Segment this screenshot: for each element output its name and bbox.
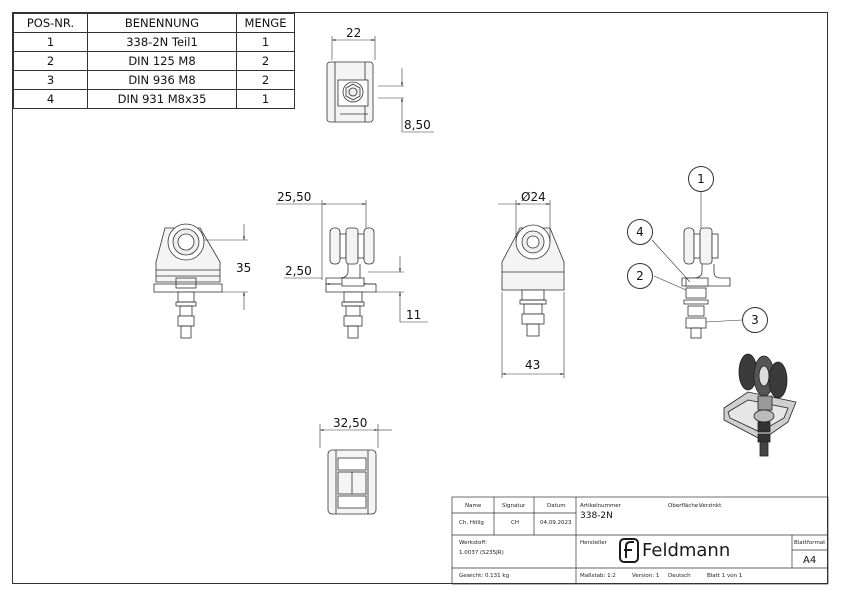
tb-scale: Maßstab: 1:2 bbox=[580, 573, 616, 579]
bom-row: 2 DIN 125 M8 2 bbox=[13, 51, 295, 71]
tb-signature-label: Signatur bbox=[502, 503, 526, 509]
balloon-pos-1: 1 bbox=[688, 166, 714, 192]
balloon-pos-4: 4 bbox=[627, 219, 653, 245]
bom-cell: 1 bbox=[236, 89, 295, 109]
tb-surface-label: Oberfläche: bbox=[668, 503, 701, 509]
bom-row: 4 DIN 931 M8x35 1 bbox=[13, 89, 295, 109]
balloon-pos-3: 3 bbox=[742, 307, 768, 333]
isometric-preview bbox=[723, 353, 797, 457]
front-view bbox=[153, 223, 248, 339]
tb-name-label: Name bbox=[465, 503, 482, 509]
dim-rear-diameter: Ø24 bbox=[521, 190, 546, 204]
drawing-frame bbox=[12, 12, 828, 584]
balloon-view bbox=[651, 192, 743, 339]
tb-manufacturer-label: Hersteller bbox=[580, 540, 607, 546]
tb-date-label: Datum bbox=[547, 503, 566, 509]
tb-material-label: Werkstoff: bbox=[459, 540, 487, 546]
top-view bbox=[326, 36, 434, 133]
dim-side-offset: 2,50 bbox=[285, 264, 312, 278]
side-view bbox=[276, 200, 428, 339]
tb-material-value: 1.0037 (S235JR) bbox=[459, 550, 504, 556]
balloon-pos-2: 2 bbox=[627, 263, 653, 289]
dim-bottom-width: 32,50 bbox=[333, 416, 368, 430]
bom-header-qty: MENGE bbox=[236, 13, 295, 33]
rear-view bbox=[498, 200, 565, 378]
dim-rear-width: 43 bbox=[525, 358, 541, 372]
bom-header-row: POS-NR. BENENNUNG MENGE bbox=[13, 13, 295, 33]
tb-version: Version: 1 bbox=[632, 573, 660, 579]
tb-date-value: 04.09.2023 bbox=[540, 520, 572, 526]
tb-article-label: Artikelnummer bbox=[580, 503, 621, 509]
bom-cell: DIN 931 M8x35 bbox=[87, 89, 237, 109]
tb-name-value: Ch. Hölig bbox=[459, 520, 484, 526]
tb-signature-value: CH bbox=[511, 520, 519, 526]
bom-cell: DIN 936 M8 bbox=[87, 70, 237, 90]
dim-side-height: 11 bbox=[406, 308, 422, 322]
tb-article-value: 338-2N bbox=[580, 511, 613, 521]
bom-table: POS-NR. BENENNUNG MENGE 1 338-2N Teil1 1… bbox=[13, 13, 295, 109]
tb-format-value: A4 bbox=[803, 555, 817, 566]
bottom-view bbox=[319, 424, 392, 515]
bom-cell: 4 bbox=[13, 89, 88, 109]
dim-top-height: 8,50 bbox=[404, 118, 431, 132]
tb-sheet: Blatt 1 von 1 bbox=[707, 573, 743, 579]
dim-side-width: 25,50 bbox=[277, 190, 312, 204]
dim-top-width: 22 bbox=[346, 26, 362, 40]
title-block-lines bbox=[451, 496, 829, 585]
tb-brand-name: Feldmann bbox=[642, 540, 731, 561]
tb-format-label: Blattformat bbox=[794, 540, 826, 546]
feldmann-f-logo-icon bbox=[619, 538, 639, 563]
bom-header-name: BENENNUNG bbox=[87, 13, 237, 33]
tb-language: Deutsch bbox=[668, 573, 691, 579]
tb-surface-value: Verzinkt bbox=[699, 503, 722, 509]
bom-cell: 338-2N Teil1 bbox=[87, 32, 237, 52]
tb-weight: Gewicht: 0.131 kg bbox=[459, 573, 510, 579]
dim-front-height: 35 bbox=[236, 261, 252, 275]
bom-row: 1 338-2N Teil1 1 bbox=[13, 32, 295, 52]
